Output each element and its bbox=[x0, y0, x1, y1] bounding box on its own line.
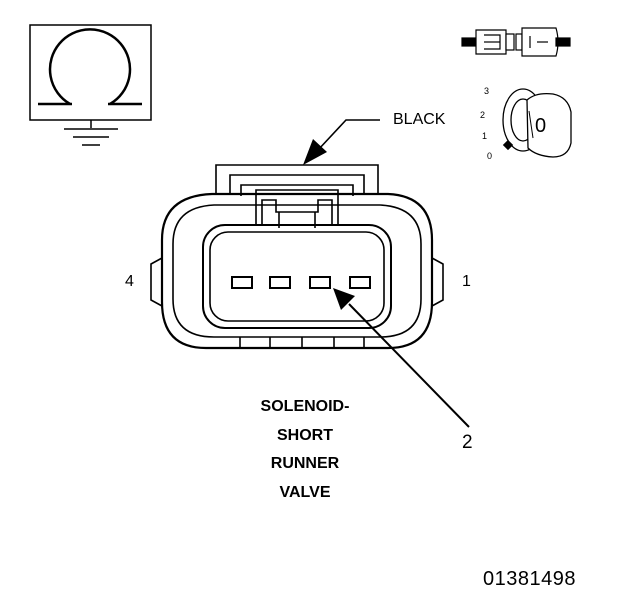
key-glyph-label: 0 bbox=[535, 115, 547, 137]
component-name: SOLENOID- SHORT RUNNER VALVE bbox=[235, 393, 375, 507]
connector-face-view bbox=[150, 164, 444, 350]
component-name-line: VALVE bbox=[279, 483, 331, 501]
key-position-label: 1 bbox=[482, 131, 488, 141]
pin-number-right: 1 bbox=[462, 273, 471, 290]
pin-callout-number: 2 bbox=[462, 432, 473, 453]
ignition-key-icon bbox=[502, 88, 572, 158]
connector-side-view-icon bbox=[461, 27, 571, 57]
component-name-line: RUNNER bbox=[270, 455, 340, 472]
key-position-label: 2 bbox=[480, 110, 486, 120]
component-name-line: SHORT bbox=[277, 426, 333, 444]
component-name-line: SOLENOID- bbox=[260, 398, 350, 415]
figure-id: 01381498 bbox=[483, 568, 576, 590]
wire-color-leader bbox=[303, 119, 380, 165]
key-position-label: 3 bbox=[484, 86, 490, 96]
ohmmeter-ground-icon bbox=[29, 24, 152, 146]
key-position-label: 0 bbox=[487, 151, 493, 161]
wire-color-label: BLACK bbox=[393, 111, 446, 128]
callout-leader bbox=[333, 288, 470, 428]
pin-number-left: 4 bbox=[125, 273, 134, 290]
